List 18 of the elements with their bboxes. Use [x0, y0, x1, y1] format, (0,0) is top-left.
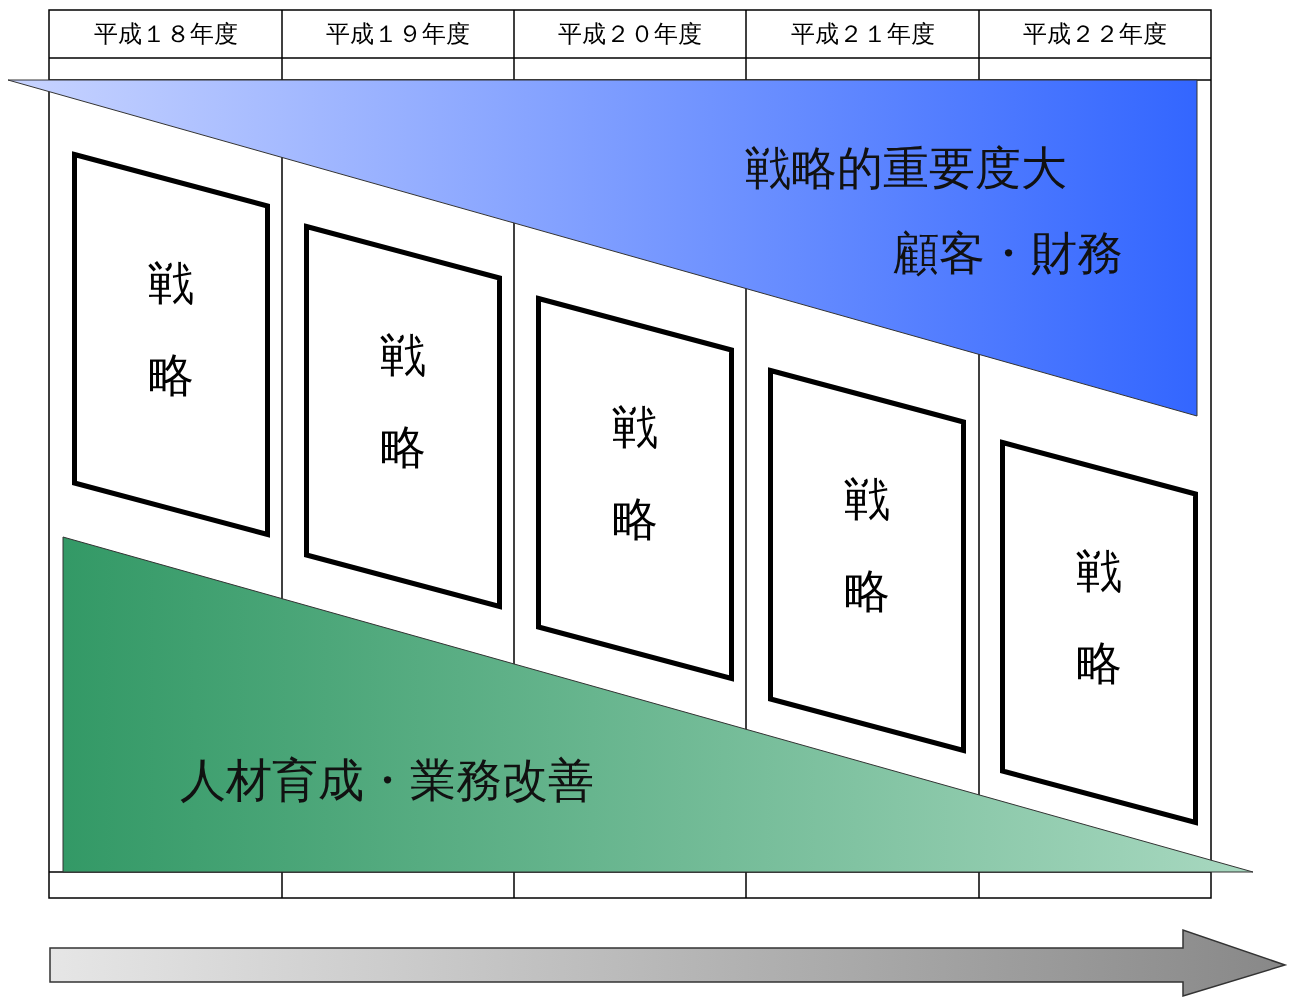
tilted-card — [536, 296, 734, 681]
year-header: 平成２０年度 — [557, 19, 703, 50]
tilted-card — [304, 224, 502, 609]
card-label: 戦略 — [1076, 542, 1122, 692]
year-header: 平成１９年度 — [325, 19, 471, 50]
triangle-label: 顧客・財務 — [893, 225, 1123, 282]
card-label: 戦略 — [380, 326, 426, 476]
card-label: 戦略 — [612, 398, 658, 548]
tilted-card — [768, 368, 966, 753]
triangle-label: 戦略的重要度大 — [745, 140, 1067, 197]
triangle-label: 人材育成・業務改善 — [180, 752, 594, 809]
tilted-card — [72, 152, 270, 537]
card-label: 戦略 — [844, 470, 890, 620]
tilted-card — [1000, 440, 1198, 825]
year-header: 平成２２年度 — [1022, 19, 1168, 50]
year-header: 平成１８年度 — [92, 19, 239, 50]
card-label: 戦略 — [148, 254, 194, 404]
year-header: 平成２１年度 — [789, 19, 936, 50]
